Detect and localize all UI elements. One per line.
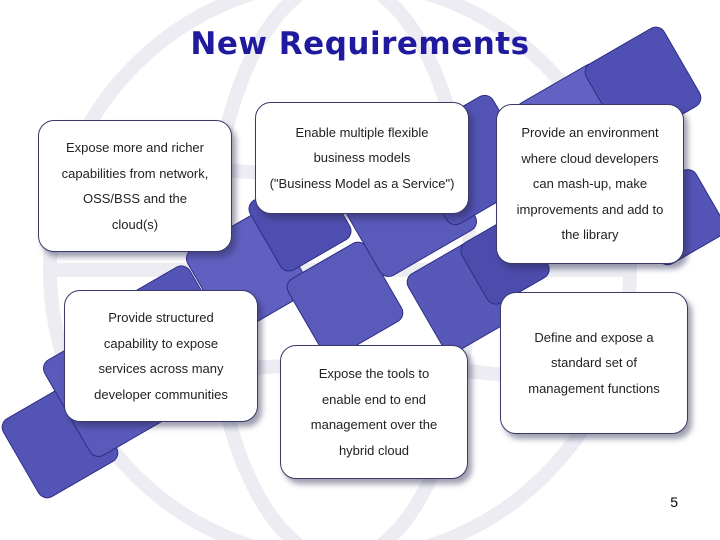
requirement-box-management-tools: Expose the tools to enable end to end ma… (280, 345, 468, 479)
requirement-line: Enable multiple flexible (295, 124, 429, 140)
requirement-line: can mash-up, make (532, 176, 648, 192)
requirement-line: management over the (310, 417, 438, 432)
requirement-line: Define and expose a (534, 329, 654, 345)
requirement-box-structured-capability: Provide structured capability to expose … (64, 290, 258, 422)
requirement-line: enable end to end (321, 391, 427, 407)
slide-title: New Requirements (190, 26, 530, 62)
requirement-line: hybrid cloud (338, 442, 410, 458)
requirement-line: standard set of (551, 355, 637, 371)
requirement-box-management-functions: Define and expose a standard set of mana… (500, 292, 688, 434)
requirement-line: Expose the tools to (318, 366, 430, 381)
requirement-line: Provide an environment (521, 125, 659, 141)
requirement-box-expose-capabilities: Expose more and richer capabilities from… (38, 120, 232, 252)
requirement-line: where cloud developers (521, 150, 659, 166)
requirement-line: services across many (98, 361, 224, 376)
requirement-line: capability to expose (103, 335, 219, 351)
requirement-box-business-models: Enable multiple flexible business models… (255, 102, 469, 214)
requirement-line: Expose more and richer (65, 140, 204, 155)
requirement-line: the library (561, 227, 619, 243)
requirement-line: management functions (528, 380, 660, 396)
requirement-line: business models (313, 150, 411, 166)
requirement-line: Provide structured (108, 310, 214, 325)
requirement-line: developer communities (94, 386, 228, 402)
requirement-line: ("Business Model as a Service") (269, 175, 455, 191)
requirement-line: improvements and add to (516, 201, 664, 217)
page-number: 5 (670, 494, 678, 510)
requirement-line: OSS/BSS and the (82, 191, 188, 206)
requirement-line: capabilities from network, (61, 165, 209, 181)
requirement-box-developer-environment: Provide an environment where cloud devel… (496, 104, 684, 264)
requirement-line: cloud(s) (111, 216, 159, 232)
